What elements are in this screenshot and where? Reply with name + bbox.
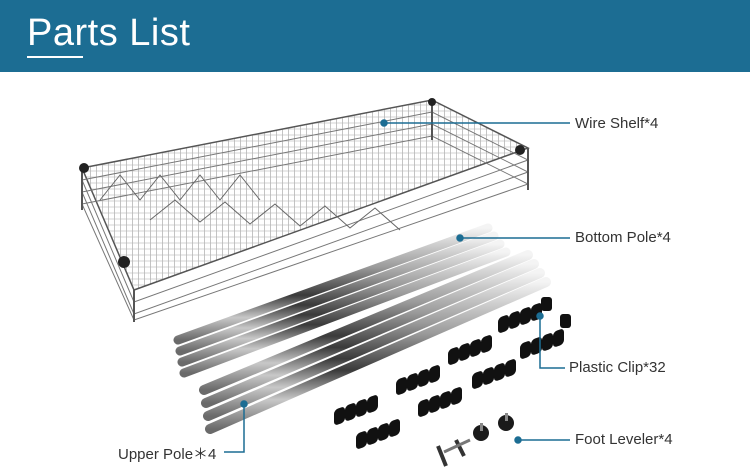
label-wire-shelf: Wire Shelf*4 — [575, 115, 659, 132]
title-underline — [27, 56, 83, 58]
label-bottom-pole: Bottom Pole*4 — [575, 229, 671, 246]
label-plastic-clip: Plastic Clip*32 — [569, 359, 666, 376]
header-banner: Parts List — [0, 0, 750, 72]
leader-lines — [224, 119, 570, 453]
label-foot-leveler: Foot Leveler*4 — [575, 431, 673, 448]
upper-poles — [199, 250, 551, 434]
foot-levelers — [436, 413, 514, 467]
bottom-poles — [173, 223, 511, 378]
wire-shelf-stack — [79, 98, 530, 322]
label-upper-pole: Upper Pole＊4 — [118, 446, 217, 463]
page-title: Parts List — [27, 12, 191, 54]
